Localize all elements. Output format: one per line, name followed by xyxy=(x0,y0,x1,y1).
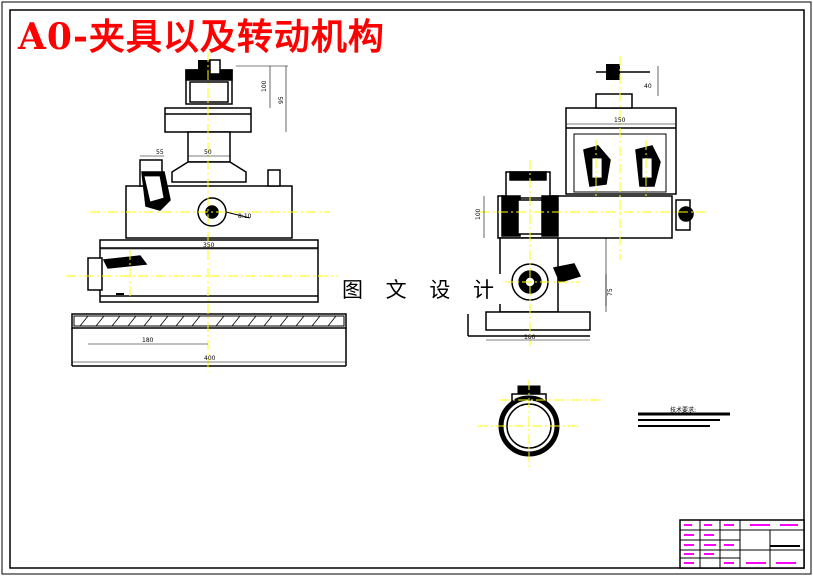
front-dimension-lines xyxy=(72,65,346,363)
dim-front-width: 350 xyxy=(203,242,215,249)
dim-side-base: 180 xyxy=(524,334,536,341)
side-centerlines xyxy=(480,56,706,346)
drawing-title: A0-夹具以及转动机构 xyxy=(18,16,385,58)
dim-front-angle: 8:10 xyxy=(238,213,252,220)
dim-front-height-1: 100 xyxy=(261,80,268,92)
dim-front-bottom-1: 180 xyxy=(142,337,154,344)
tech-note: 技术要求: xyxy=(670,406,696,414)
watermark-text: 图 文 设 计 xyxy=(338,274,507,304)
dim-front-bottom-2: 400 xyxy=(204,355,216,362)
front-view xyxy=(71,59,347,367)
dim-side-h2: 75 xyxy=(607,288,614,296)
side-dimension-lines xyxy=(483,66,676,341)
dim-front-top-1: 55 xyxy=(156,149,164,156)
inner-border xyxy=(9,9,805,569)
dim-side-h1: 100 xyxy=(475,208,482,220)
dim-side-top-height: 40 xyxy=(644,83,652,90)
front-centerlines xyxy=(66,52,340,372)
front-base-hatch xyxy=(79,315,337,327)
dim-front-top-2: 50 xyxy=(204,149,212,156)
title-block xyxy=(679,519,805,569)
dim-side-top-width: 150 xyxy=(614,117,626,124)
dim-front-height-2: 95 xyxy=(278,96,285,104)
section-centerlines xyxy=(478,380,600,470)
side-view xyxy=(467,64,694,337)
tech-requirement-lines xyxy=(638,412,730,427)
title-block-accents xyxy=(684,524,798,564)
